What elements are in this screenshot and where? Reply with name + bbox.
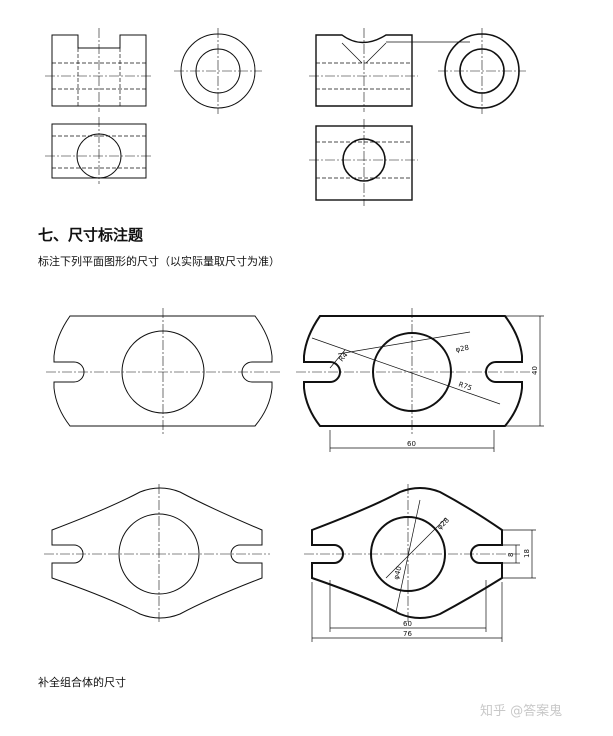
top-view-plate-2 xyxy=(309,119,418,206)
dim-plate-width: 60 xyxy=(407,440,416,448)
view-set-right xyxy=(309,28,526,206)
dim-flange-phi: φ28 xyxy=(436,516,451,531)
flange-left xyxy=(44,484,270,624)
flange-right xyxy=(304,484,536,642)
dim-plate-phi: φ28 xyxy=(455,344,470,354)
dim-flange-w2: 76 xyxy=(403,630,412,638)
side-view-rings xyxy=(174,28,262,114)
footer-text: 补全组合体的尺寸 xyxy=(38,676,126,689)
dim-plate-r2: R75 xyxy=(457,380,473,392)
top-view-plate xyxy=(45,117,152,184)
dim-flange-w1: 60 xyxy=(403,620,412,628)
dim-plate-height: 40 xyxy=(531,366,539,375)
dim-flange-h1: 8 xyxy=(507,553,515,557)
slotted-plate-left xyxy=(46,308,280,434)
dim-flange-phi2: φ40 xyxy=(392,565,403,580)
dim-flange-h2: 18 xyxy=(523,549,531,558)
section-title: 七、尺寸标注题 xyxy=(38,226,144,244)
side-view-rings-2 xyxy=(438,28,526,114)
slotted-plate-right xyxy=(296,308,544,452)
view-set-left xyxy=(45,28,262,184)
front-view-outline xyxy=(51,34,147,107)
watermark: 知乎 @答案鬼 xyxy=(480,704,563,719)
instruction-text: 标注下列平面图形的尺寸（以实际量取尺寸为准） xyxy=(38,255,280,268)
front-view-outline-2 xyxy=(315,34,413,107)
